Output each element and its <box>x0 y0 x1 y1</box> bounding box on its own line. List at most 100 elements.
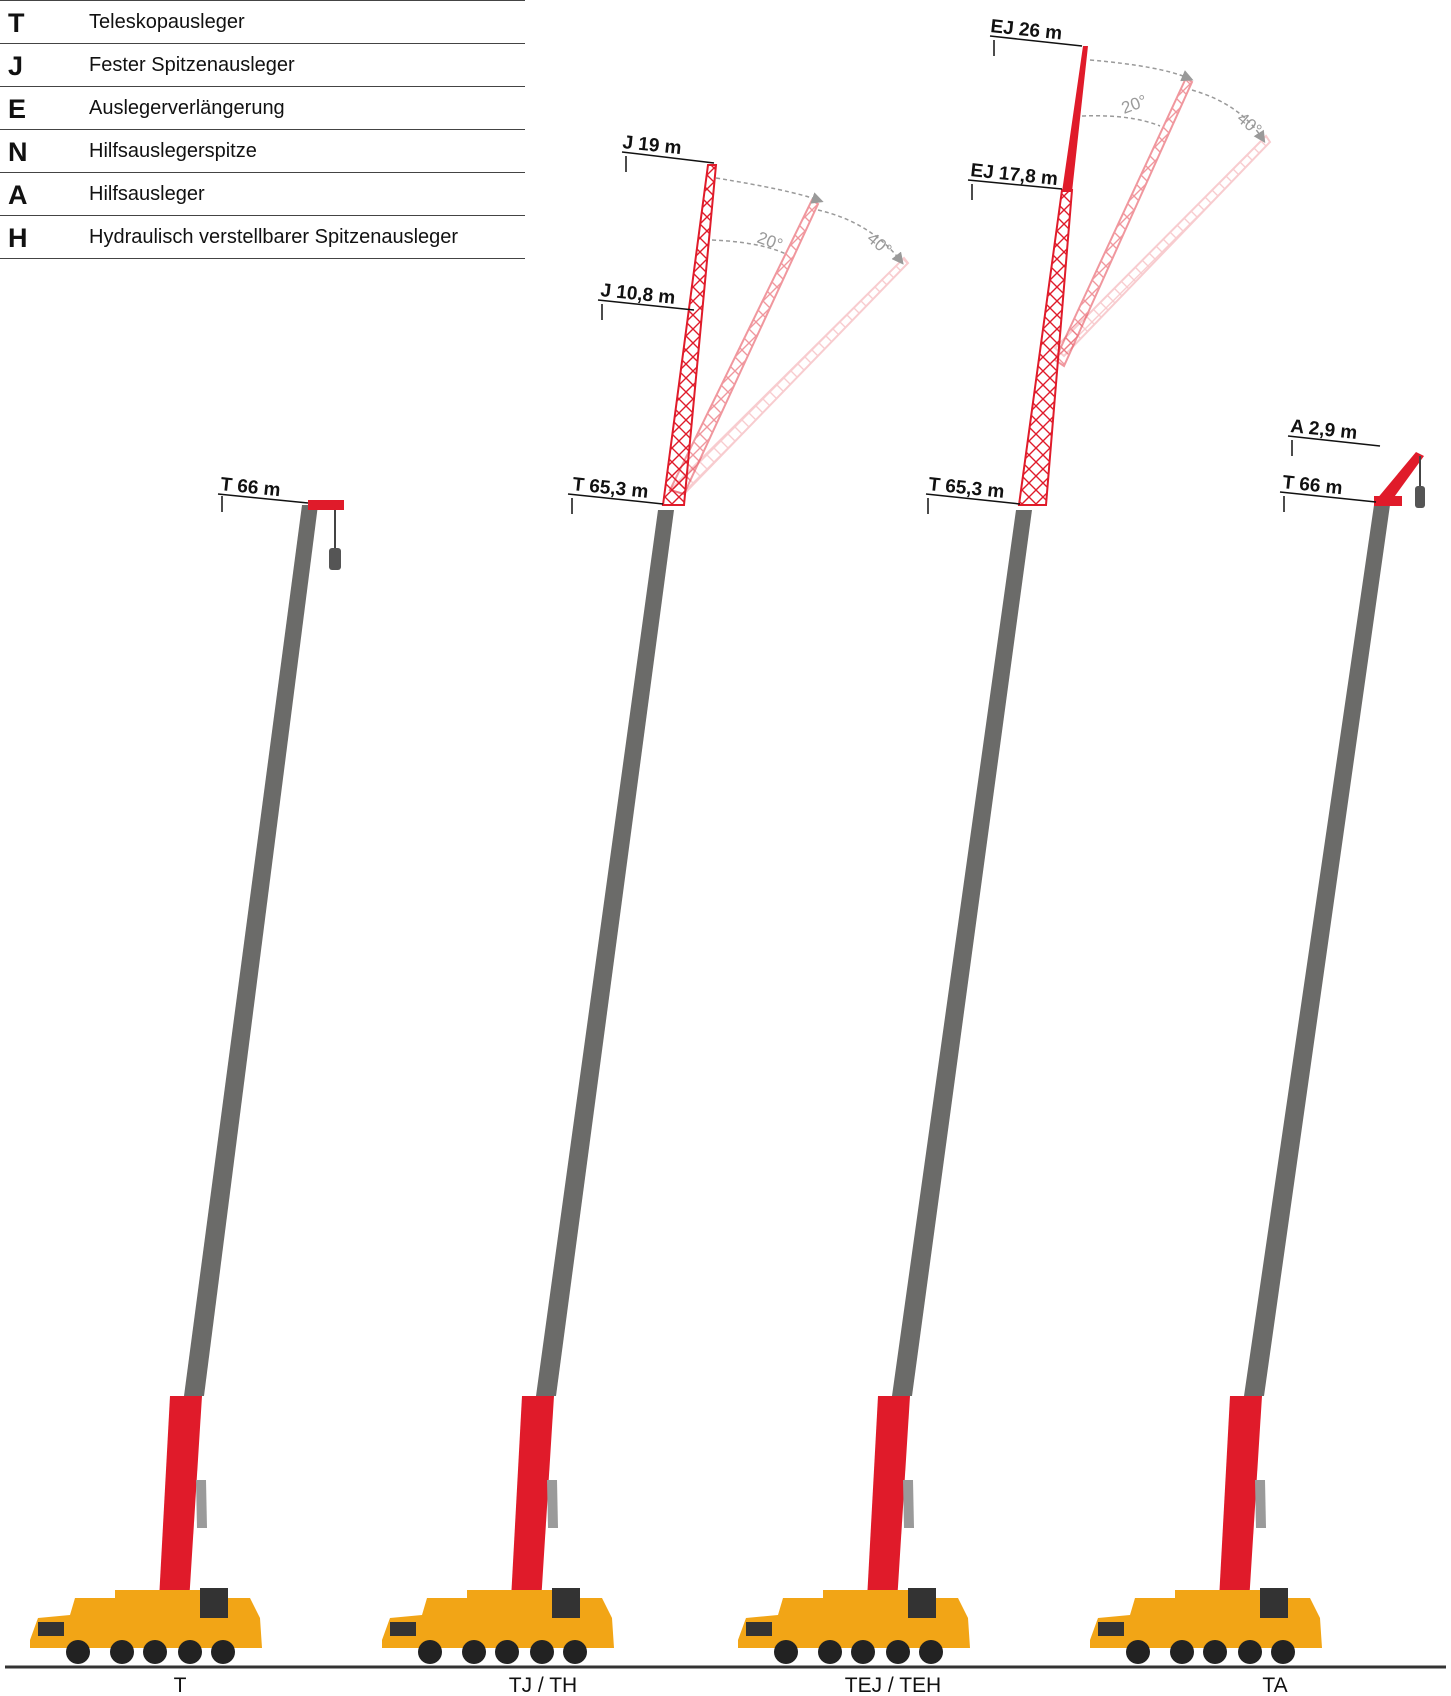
legend-row-h: H Hydraulisch verstellbarer Spitzenausle… <box>0 216 525 259</box>
superstructure <box>115 1590 205 1604</box>
telescopic-boom <box>184 505 318 1396</box>
height-marker-ej-26: EJ 26 m <box>989 16 1083 56</box>
luffing-cylinder <box>547 1480 558 1528</box>
height-marker-t-65-3: T 65,3 m <box>925 474 1021 514</box>
wheel <box>1170 1640 1194 1664</box>
wheel <box>418 1640 442 1664</box>
legend-label: Hydraulisch verstellbarer Spitzenauslege… <box>89 226 459 248</box>
crane-config-tj-th: 20° 40° T 65,3 m J 10,8 m J 19 m <box>382 132 910 1696</box>
boom-base-section <box>510 1396 554 1618</box>
jib-ghost-40deg <box>668 256 910 496</box>
wheel <box>851 1640 875 1664</box>
wheel <box>143 1640 167 1664</box>
height-leader-line <box>567 493 664 505</box>
legend-row-n: N Hilfsauslegerspitze <box>0 130 525 173</box>
driver-cab-window <box>390 1622 416 1636</box>
angle-arc-40 <box>817 209 904 265</box>
wheel <box>66 1640 90 1664</box>
legend-label: Hilfsauslegerspitze <box>89 140 257 162</box>
legend-label: Fester Spitzenausleger <box>89 54 295 76</box>
jib-ghost-20deg <box>1053 76 1194 368</box>
crane-config-t: T 66 m T <box>30 474 344 1696</box>
angle-arc-20-inner <box>1081 114 1161 127</box>
hook-block <box>1415 486 1425 508</box>
luffing-cylinder <box>1255 1480 1266 1528</box>
jib-ghost-40deg <box>1053 134 1272 358</box>
telescopic-boom <box>1244 505 1390 1396</box>
height-leader-line <box>925 493 1021 505</box>
wheel <box>178 1640 202 1664</box>
operator-cab <box>908 1588 936 1618</box>
boom-base-section <box>1218 1396 1262 1618</box>
angle-arc-20 <box>715 177 824 204</box>
driver-cab-window <box>38 1622 64 1636</box>
height-marker-t-66: T 66 m <box>217 474 309 512</box>
telescopic-boom <box>536 510 674 1396</box>
wheel <box>563 1640 587 1664</box>
abbreviation-legend: T Teleskopausleger J Fester Spitzenausle… <box>0 0 525 259</box>
config-label: TA <box>1262 1674 1287 1696</box>
height-leader-line <box>217 493 309 504</box>
height-marker-j-10-8: J 10,8 m <box>597 280 695 320</box>
crane-carrier <box>30 1588 262 1664</box>
crane-carrier <box>738 1588 970 1664</box>
wheel <box>495 1640 519 1664</box>
height-marker-a-2-9: A 2,9 m <box>1287 416 1381 456</box>
boom-head <box>1374 496 1402 506</box>
boom-head <box>308 500 344 510</box>
luffing-cylinder <box>196 1480 207 1528</box>
angle-label: 20° <box>755 228 786 255</box>
legend-code: A <box>8 180 28 210</box>
crane-carrier <box>382 1588 614 1664</box>
height-marker-ej-17-8: EJ 17,8 m <box>967 160 1063 200</box>
config-label: TJ / TH <box>509 1674 577 1696</box>
lattice-jib <box>661 164 718 506</box>
boom-base-section <box>866 1396 910 1618</box>
wheel <box>919 1640 943 1664</box>
legend-code: E <box>8 94 27 124</box>
height-marker-t-66: T 66 m <box>1279 472 1377 512</box>
operator-cab <box>200 1588 228 1618</box>
angle-arc-40 <box>1191 89 1266 144</box>
auxiliary-jib <box>1376 452 1424 500</box>
config-label: TEJ / TEH <box>845 1674 941 1696</box>
angle-label: 20° <box>1119 91 1150 118</box>
wheel <box>1271 1640 1295 1664</box>
legend-code: H <box>8 223 28 253</box>
driver-cab-window <box>746 1622 772 1636</box>
height-leader-line <box>967 179 1063 190</box>
angle-arc-20-inner <box>711 239 787 255</box>
legend-label: Auslegerverlängerung <box>89 97 285 119</box>
legend-code: N <box>8 137 28 167</box>
angle-label: 40° <box>863 229 895 260</box>
height-leader-line <box>1279 491 1377 503</box>
height-marker-t-65-3: T 65,3 m <box>567 474 664 514</box>
height-leader-line <box>597 299 695 311</box>
wheel <box>1126 1640 1150 1664</box>
legend-code: T <box>8 8 25 38</box>
lattice-jib <box>1062 46 1088 192</box>
height-marker-j-19: J 19 m <box>621 132 715 172</box>
wheel <box>1203 1640 1227 1664</box>
height-leader-line <box>1287 435 1381 447</box>
driver-cab-window <box>1098 1622 1124 1636</box>
wheel <box>462 1640 486 1664</box>
crane-config-ta: T 66 m A 2,9 m TA <box>1090 416 1425 1696</box>
legend-row-e: E Auslegerverlängerung <box>0 87 525 130</box>
operator-cab <box>552 1588 580 1618</box>
legend-row-a: A Hilfsausleger <box>0 173 525 216</box>
operator-cab <box>1260 1588 1288 1618</box>
wheel <box>211 1640 235 1664</box>
legend-label: Teleskopausleger <box>89 11 245 33</box>
crane-carrier <box>1090 1588 1322 1664</box>
height-label: EJ 17,8 m <box>969 160 1058 190</box>
config-label: T <box>174 1674 187 1696</box>
wheel <box>1238 1640 1262 1664</box>
superstructure <box>823 1590 913 1604</box>
wheel <box>774 1640 798 1664</box>
legend-code: J <box>8 51 24 81</box>
legend-row-t: T Teleskopausleger <box>0 0 525 44</box>
height-leader-line <box>621 151 715 164</box>
hook-block <box>329 548 341 570</box>
